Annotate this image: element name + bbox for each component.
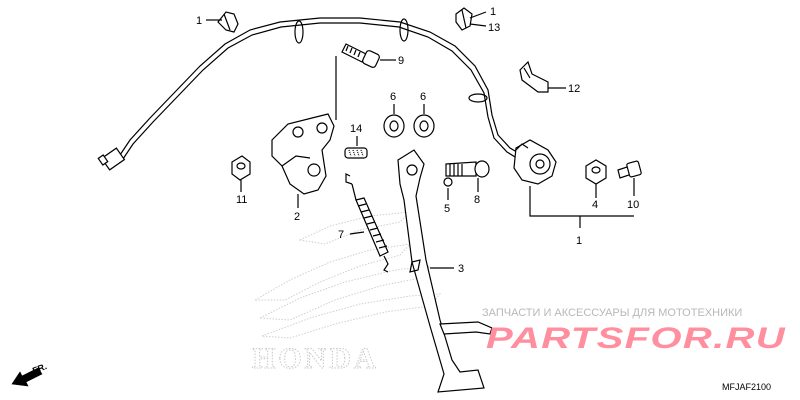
nut-part-11 [231,155,251,181]
washer-part-6-left [383,114,405,138]
honda-logo-text: HONDA [252,342,379,375]
front-direction-arrow: FR. [11,361,48,387]
pin-part-5 [443,177,453,187]
direction-label: FR. [31,361,48,376]
spring-part-7 [345,173,389,273]
callout-10: 10 [627,199,639,211]
watermark-tagline: ЗАПЧАСТИ И АКСЕССУАРЫ ДЛЯ МОТОТЕХНИКИ [482,307,742,319]
callout-8: 8 [474,194,480,206]
callout-2: 2 [294,211,300,223]
bolt-part-9 [341,43,380,68]
nut-part-4 [585,159,607,185]
bolt-part-10 [617,160,642,179]
washer-part-6-right [413,114,435,138]
side-stand-switch-cable [97,17,523,171]
callout-13: 13 [488,22,500,34]
callout-6-right: 6 [420,91,426,103]
side-stand-part-3 [397,149,493,393]
callout-12: 12 [568,83,580,95]
side-stand-switch-part-1 [513,139,557,185]
clip-part-1-left [217,11,239,33]
callout-4: 4 [592,199,598,211]
bracket-part-12 [519,60,549,93]
callout-9: 9 [398,55,404,67]
callout-labels: 1 1 13 9 12 6 6 14 11 2 8 5 4 10 1 7 3 [196,6,639,275]
callout-1-switch: 1 [576,235,582,247]
callout-11: 11 [236,194,247,206]
callout-7: 7 [338,229,344,241]
clip-part-13 [455,7,473,31]
watermark-brand: PARTSFOR.RU [486,322,786,355]
stand-bracket-part-2 [271,56,337,195]
diagram-code: MFJAF2100 [722,382,771,392]
pivot-bolt-part-8 [445,160,490,178]
callout-14: 14 [350,123,362,135]
callout-5: 5 [444,203,450,215]
callout-6-left: 6 [390,91,396,103]
collar-part-14 [344,147,368,159]
callout-1-top-left: 1 [196,15,202,27]
callout-1-top-right: 1 [490,6,496,18]
callout-3: 3 [458,263,464,275]
leader-lines [206,11,635,269]
